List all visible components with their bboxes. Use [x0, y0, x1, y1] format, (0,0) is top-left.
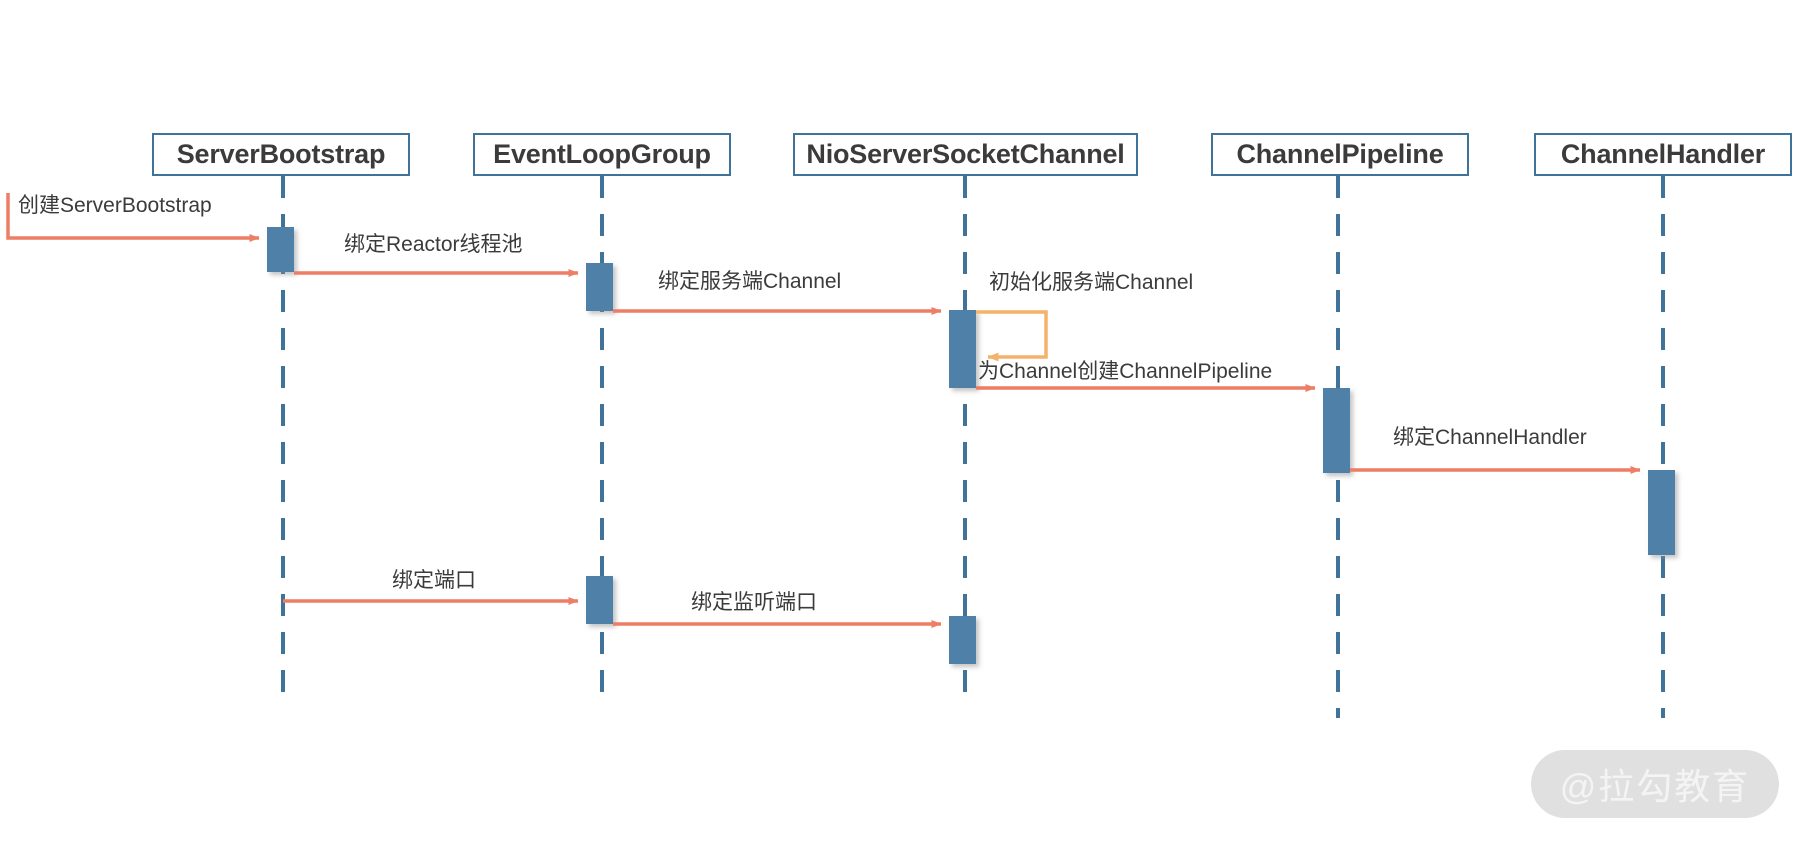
activation-channelpipeline-1	[1323, 388, 1350, 473]
participant-channelhandler[interactable]: ChannelHandler	[1534, 133, 1792, 176]
watermark-label: @拉勾教育	[1559, 766, 1751, 807]
watermark-badge: @拉勾教育	[1531, 750, 1779, 818]
message-label-2-bind-reactor-pool: 绑定Reactor线程池	[344, 233, 523, 256]
activation-nioserversocketchannel-2	[949, 616, 976, 664]
message-label-7-bind-port: 绑定端口	[392, 569, 476, 592]
activation-bars	[267, 227, 1675, 664]
message-label-1-create-serverbootstrap: 创建ServerBootstrap	[18, 194, 212, 217]
participant-channelpipeline[interactable]: ChannelPipeline	[1211, 133, 1469, 176]
participant-label-serverbootstrap: ServerBootstrap	[176, 139, 386, 169]
participant-label-nioserversocketchannel: NioServerSocketChannel	[806, 139, 1125, 169]
message-label-5-create-channelpipeline: 为Channel创建ChannelPipeline	[978, 360, 1273, 383]
participant-label-eventloopgroup: EventLoopGroup	[493, 139, 711, 169]
activation-nioserversocketchannel-1	[949, 310, 976, 388]
activation-eventloopgroup-2	[586, 576, 613, 624]
message-arrow-1-create-serverbootstrap	[6, 193, 260, 242]
message-label-4-init-server-channel: 初始化服务端Channel	[989, 271, 1194, 294]
participant-eventloopgroup[interactable]: EventLoopGroup	[473, 133, 731, 176]
activation-eventloopgroup-1	[586, 263, 613, 311]
participant-nioserversocketchannel[interactable]: NioServerSocketChannel	[793, 133, 1138, 176]
participant-serverbootstrap[interactable]: ServerBootstrap	[152, 133, 410, 176]
message-label-3-bind-server-channel: 绑定服务端Channel	[658, 270, 842, 293]
message-label-6-bind-channelhandler: 绑定ChannelHandler	[1393, 426, 1587, 449]
message-label-8-bind-listen-port: 绑定监听端口	[691, 591, 817, 614]
message-arrow-4-init-server-channel-self	[976, 310, 1048, 362]
participant-label-channelpipeline: ChannelPipeline	[1236, 139, 1444, 169]
activation-channelhandler-1	[1648, 470, 1675, 555]
participant-label-channelhandler: ChannelHandler	[1560, 139, 1766, 169]
activation-serverbootstrap-1	[267, 227, 294, 272]
